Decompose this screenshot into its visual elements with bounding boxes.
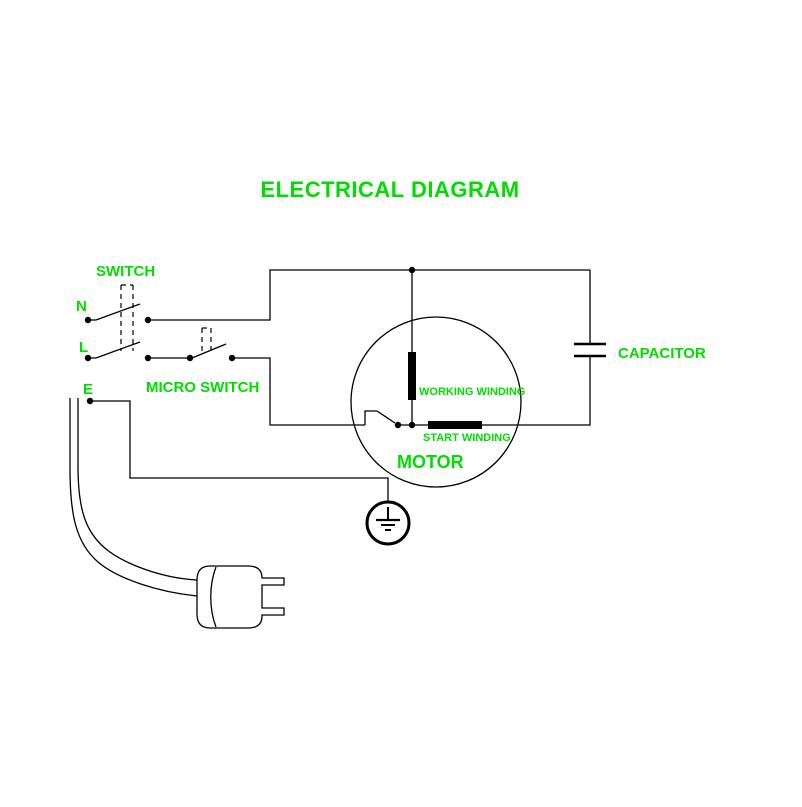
start-winding-label: START WINDING xyxy=(423,432,511,444)
junction-dots xyxy=(84,266,416,429)
switch-label: SWITCH xyxy=(96,263,155,280)
start-winding-bar xyxy=(428,421,482,429)
micro-switch-label: MICRO SWITCH xyxy=(146,379,259,396)
power-cord xyxy=(69,398,198,597)
power-cord-outer xyxy=(69,398,198,597)
power-plug xyxy=(196,565,285,629)
wires xyxy=(88,269,591,502)
junction-dot xyxy=(86,397,94,405)
micro-switch-blade xyxy=(191,343,227,359)
diagram-title: ELECTRICAL DIAGRAM xyxy=(260,177,519,202)
capacitor-label: CAPACITOR xyxy=(618,345,706,362)
terminal-l-label: L xyxy=(79,339,88,356)
motor-circle xyxy=(350,316,522,488)
junction-dot xyxy=(228,354,236,362)
power-cord-inner xyxy=(77,398,198,581)
terminal-n-label: N xyxy=(76,298,87,315)
wire-top-rail xyxy=(148,269,590,321)
junction-dot xyxy=(394,421,402,429)
micro-switch-symbol xyxy=(191,327,227,359)
centrifugal-switch-step xyxy=(364,410,377,425)
mains-switch-symbol xyxy=(95,284,141,359)
junction-dot xyxy=(408,421,416,429)
capacitor-symbol xyxy=(574,342,606,358)
ground-symbol xyxy=(365,500,411,546)
working-winding-label: WORKING WINDING xyxy=(419,386,525,398)
junction-dot xyxy=(408,266,416,274)
junction-dot xyxy=(84,354,92,362)
wire-bottom-rail-left xyxy=(232,357,365,426)
switch-blade-l xyxy=(95,341,141,359)
terminal-e-label: E xyxy=(83,381,93,398)
centrifugal-switch-blade xyxy=(376,410,396,424)
motor-symbol xyxy=(350,316,522,488)
working-winding-bar xyxy=(408,352,416,400)
ground-circle xyxy=(365,500,411,546)
junction-dot xyxy=(144,354,152,362)
centrifugal-switch-symbol xyxy=(364,410,396,425)
junction-dot xyxy=(84,316,92,324)
power-plug-grip-line xyxy=(210,566,217,628)
junction-dot xyxy=(186,354,194,362)
wire-earth xyxy=(90,400,389,502)
motor-label: MOTOR xyxy=(397,452,464,472)
power-plug-body xyxy=(196,565,285,629)
junction-dot xyxy=(144,316,152,324)
